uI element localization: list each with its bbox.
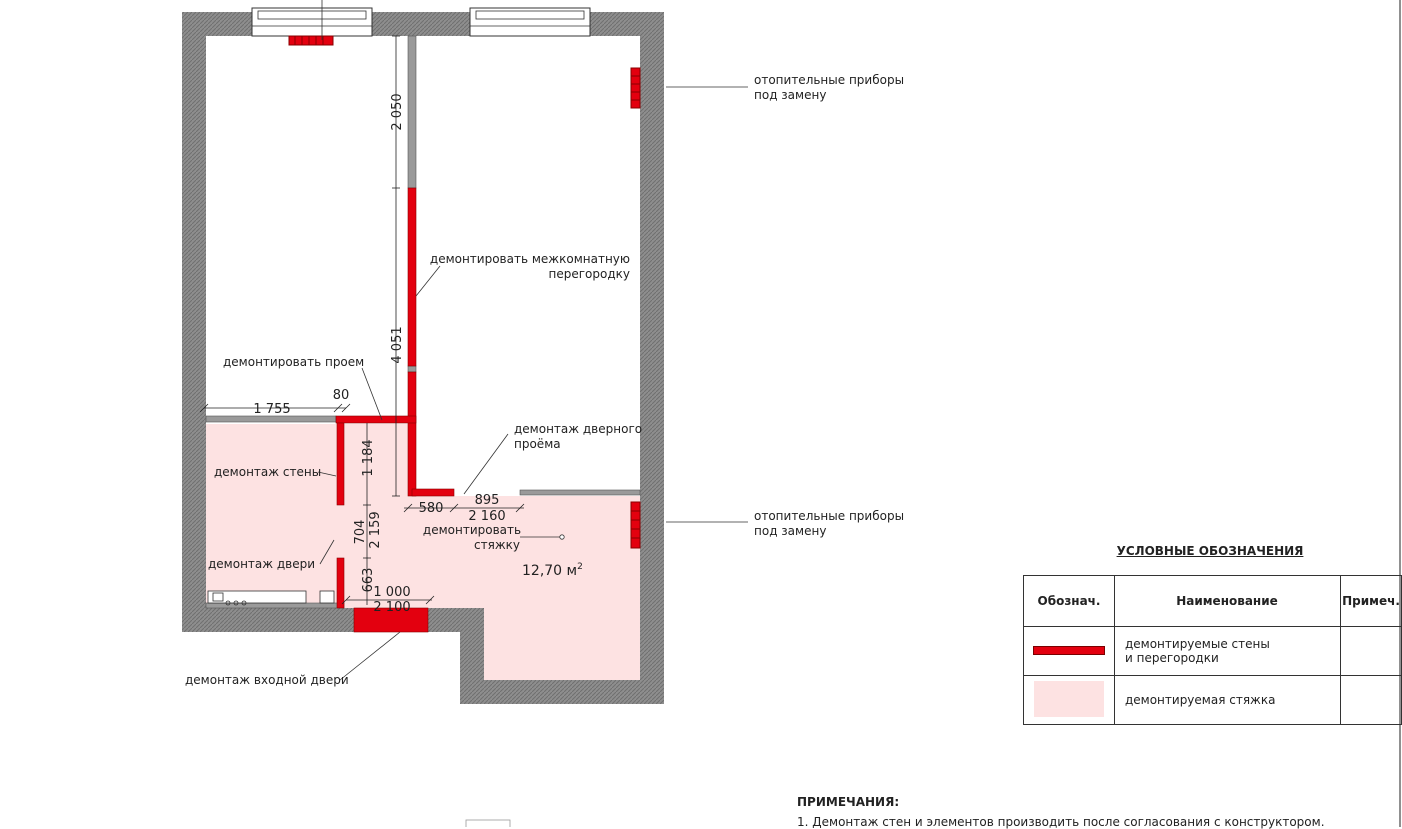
dim-2160: 2 160 (468, 509, 505, 524)
demolish-wall-swatch (1032, 646, 1105, 655)
label-doorway-1: демонтаж дверного (514, 422, 642, 436)
legend-symbol-cell (1023, 626, 1115, 676)
demolish-walls (335, 187, 455, 633)
window-right (469, 7, 591, 37)
label-partition-1: демонтировать межкомнатную (430, 252, 630, 266)
kitchen-counter (207, 590, 335, 606)
screed-area (206, 424, 640, 680)
window-left (251, 7, 373, 37)
label-partition-2: перегородку (549, 267, 630, 281)
label-heaters-top-2: под замену (754, 88, 826, 102)
radiator-right-bottom (630, 501, 641, 549)
legend-row: демонтируемая стяжка (1023, 675, 1402, 725)
dim-2100: 2 100 (373, 600, 410, 615)
radiator-right-top (630, 67, 641, 109)
legend-header-note: Примеч. (1340, 575, 1402, 627)
label-entry-door: демонтаж входной двери (185, 673, 349, 687)
legend-title: УСЛОВНЫЕ ОБОЗНАЧЕНИЯ (1116, 544, 1304, 558)
legend-table: Обознач. Наименование Примеч. демонтируе… (1023, 575, 1402, 725)
label-doorway-2: проёма (514, 437, 561, 451)
label-heaters-bottom-2: под замену (754, 524, 826, 538)
dim-895: 895 (475, 493, 500, 508)
label-screed-1: демонтировать (423, 523, 521, 537)
outer-walls (182, 12, 664, 704)
legend-name-line1: демонтируемые стены (1124, 637, 1270, 651)
legend-header-name: Наименование (1113, 575, 1342, 627)
room-area: 12,70 м2 (522, 562, 583, 579)
legend-name-cell: демонтируемые стены и перегородки (1113, 626, 1342, 676)
radiator-top (288, 0, 334, 46)
dim-80: 80 (333, 388, 350, 403)
label-wall: демонтаж стены (214, 465, 321, 479)
label-heaters-top-1: отопительные приборы (754, 73, 904, 87)
legend-header-row: Обознач. Наименование Примеч. (1023, 575, 1402, 627)
legend-note-cell (1340, 675, 1402, 725)
dim-1755: 1 755 (253, 402, 290, 417)
dim-4051: 4 051 (390, 326, 405, 363)
dim-1000: 1 000 (373, 585, 410, 600)
dim-580: 580 (419, 501, 444, 516)
label-door: демонтаж двери (208, 557, 315, 571)
notes-item: 1. Демонтаж стен и элементов производить… (797, 815, 1325, 829)
label-screed-2: стяжку (474, 538, 520, 552)
notes-title: ПРИМЕЧАНИЯ: (797, 795, 900, 809)
dim-1184: 1 184 (361, 439, 376, 476)
label-heaters-bottom-1: отопительные приборы (754, 509, 904, 523)
leader-lines (317, 86, 748, 681)
legend-header-symbol: Обознач. (1023, 575, 1115, 627)
label-opening: демонтировать проем (223, 355, 364, 369)
dim-2159: 2 159 (368, 511, 383, 548)
dim-704: 704 (353, 520, 368, 545)
dimension-lines (199, 35, 525, 605)
legend-note-cell (1340, 626, 1402, 676)
legend-name-cell: демонтируемая стяжка (1113, 675, 1342, 725)
legend-row: демонтируемые стены и перегородки (1023, 626, 1402, 676)
legend-symbol-cell (1023, 675, 1115, 725)
dim-663: 663 (361, 568, 376, 593)
stamp-fragment (465, 819, 511, 827)
legend-name-line1: демонтируемая стяжка (1124, 693, 1276, 707)
demolish-screed-swatch (1033, 680, 1104, 717)
dim-2050: 2 050 (390, 93, 405, 130)
legend-name-line2: и перегородки (1124, 651, 1219, 665)
